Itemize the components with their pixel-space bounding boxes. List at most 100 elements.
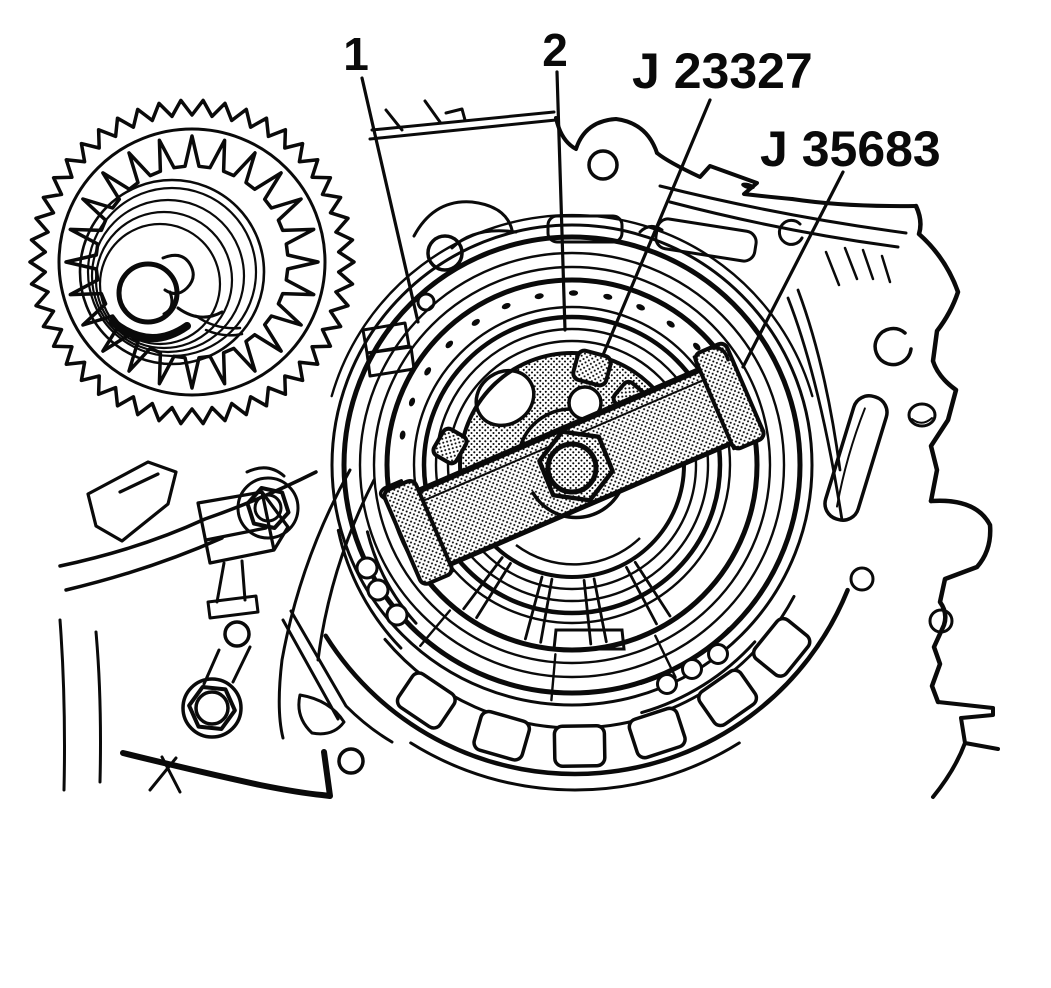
- clutch-ring: [446, 339, 698, 591]
- edge-bolt-hole: [928, 608, 954, 634]
- upper-bolt-center: [253, 493, 283, 523]
- gear-circle: [94, 210, 234, 350]
- oval-hole-inner-line: [911, 417, 933, 424]
- callout-leaders: [360, 70, 845, 369]
- tube-ticks: [384, 99, 467, 132]
- tool-bar-j35683: [378, 341, 766, 586]
- inner-arc-below-bar: [515, 537, 641, 566]
- opening-rim-curves: [786, 288, 844, 522]
- roller-dot: [534, 293, 544, 300]
- flange-hole-bands: [336, 528, 757, 715]
- hub-key-cutout: [161, 253, 195, 295]
- sprocket-gear: [28, 98, 356, 426]
- gear-circle: [90, 198, 246, 354]
- rib-whiskers: [824, 246, 892, 287]
- outer-spoke: [550, 653, 557, 702]
- roller-dot: [666, 320, 675, 328]
- top-flange-arcs: [658, 184, 908, 249]
- band-hole: [681, 658, 703, 680]
- c-shaped-hole: [873, 326, 913, 367]
- spider-window-left: [474, 368, 536, 428]
- oval-hole: [907, 402, 937, 428]
- callout-label-2: 2: [542, 24, 568, 76]
- band-hole: [366, 578, 390, 602]
- leader-line-1: [360, 76, 420, 324]
- band-hole: [385, 603, 409, 627]
- opening-tab: [472, 709, 532, 762]
- roller-dot: [399, 430, 406, 440]
- lower-hex-bolt: [187, 685, 237, 731]
- opening-tab-ring: [395, 616, 812, 769]
- case-top-edge: [655, 151, 794, 201]
- roller-dot: [424, 367, 432, 376]
- roller-dot: [501, 302, 511, 310]
- bore-shadow-crescent: [109, 318, 191, 342]
- case-top-tube-edge: [368, 110, 558, 141]
- callout-label-j35683: J 35683: [760, 121, 941, 177]
- clutch-ring: [372, 265, 772, 665]
- drum-spoke: [625, 560, 672, 626]
- band-hole: [707, 643, 729, 665]
- roller-dot: [445, 340, 454, 349]
- gear-circle: [78, 178, 266, 366]
- clutch-ring: [421, 314, 723, 616]
- corner-arcs: [58, 618, 102, 792]
- roller-dot: [471, 318, 480, 326]
- outer-spoke: [419, 609, 452, 647]
- case-right-edge-lower: [928, 498, 993, 705]
- drum-spoke: [524, 575, 554, 644]
- roller-dot: [408, 397, 416, 407]
- upper-bolt-boss: [236, 476, 300, 540]
- slot-outline: [823, 394, 889, 522]
- ear-bolt-hole: [587, 149, 619, 181]
- leader-line-j35683: [741, 170, 845, 369]
- left-band-arcs: [336, 528, 418, 650]
- spider-lug-left: [431, 426, 469, 466]
- case-right-steps: [931, 700, 1000, 799]
- flange-junction-lines: [412, 355, 736, 573]
- gear-concentric-circles: [78, 178, 266, 366]
- case-right-edge-upper: [913, 203, 961, 504]
- left-flange-lip: [378, 479, 404, 501]
- clutch-ring: [358, 251, 786, 679]
- roller-dot: [603, 293, 613, 300]
- clutch-ring: [341, 234, 803, 696]
- ring-notch: [552, 628, 626, 651]
- opening-tab: [552, 723, 607, 769]
- lever-tab: [86, 460, 178, 543]
- callout-label-1: 1: [343, 28, 369, 80]
- opening-tab: [751, 616, 812, 678]
- bracket-arm: [281, 609, 394, 744]
- washer-edge-arc: [531, 491, 621, 520]
- flange-bolt-hole: [849, 566, 875, 592]
- y-link: [202, 559, 260, 686]
- bottom-bolt-hole: [337, 747, 365, 775]
- roller-dot: [693, 342, 701, 351]
- clutch-ring: [434, 327, 710, 603]
- upper-extra-arc: [330, 213, 814, 398]
- case-top-right-edge: [790, 197, 918, 209]
- leader-line-j23327: [601, 98, 712, 357]
- beak-shadow: [741, 182, 755, 190]
- opening-tab: [697, 668, 759, 728]
- bottom-v-ticks: [148, 755, 182, 794]
- spider-lug-top: [571, 348, 613, 388]
- clutch-ring: [412, 305, 732, 625]
- lower-bolt-center: [194, 690, 230, 726]
- gear-circle: [86, 186, 258, 358]
- roller-dot: [636, 304, 645, 311]
- y-link-pin-hole: [223, 620, 251, 648]
- clutch-housing-assembly: [323, 213, 850, 792]
- drum-spoke: [462, 556, 512, 619]
- gear-circle: [98, 222, 222, 346]
- bar-bottom-edge: [427, 432, 755, 576]
- opening-outer-arc: [323, 587, 850, 777]
- web-pocket-right: [654, 217, 758, 263]
- case-ear-lug: [554, 116, 659, 155]
- park-bracket-assembly: [86, 460, 394, 744]
- clutch-ring: [330, 223, 814, 707]
- band-hole: [355, 556, 379, 580]
- opening-tab: [395, 671, 457, 730]
- outer-zigzag-teeth: [28, 98, 356, 426]
